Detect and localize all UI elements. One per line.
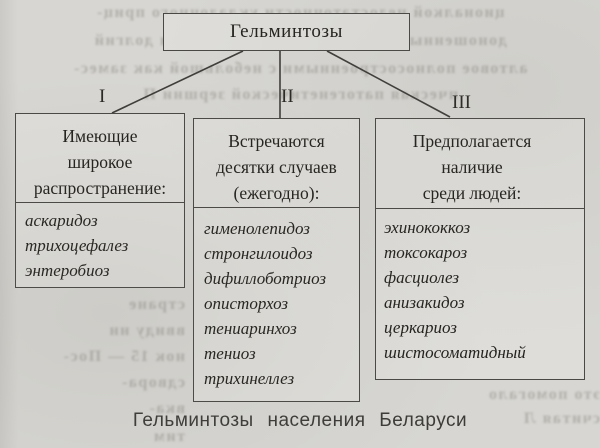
disease-item: церкариоз bbox=[384, 318, 457, 337]
branch-numeral-1: I bbox=[99, 86, 106, 107]
group-box-2: Встречаются десятки случаев (ежегодно): … bbox=[193, 118, 360, 402]
group-2-header-line: Встречаются bbox=[228, 131, 325, 151]
disease-item: тениаринхоз bbox=[204, 319, 297, 338]
disease-item: тениоз bbox=[204, 344, 256, 363]
group-3-disease-list: эхинококкоз токсокароз фасциолез анизаки… bbox=[376, 209, 584, 365]
disease-item: дифиллоботриоз bbox=[204, 269, 326, 288]
group-1-header-line: распространение: bbox=[33, 178, 167, 198]
group-3-header-line: Предполагается bbox=[412, 131, 532, 151]
connector-left bbox=[111, 50, 244, 114]
disease-item: энтеробиоз bbox=[25, 261, 110, 280]
branch-numeral-3: III bbox=[452, 92, 471, 113]
group-3-header-line: среди людей: bbox=[422, 183, 522, 203]
group-2-header-line: (ежегодно): bbox=[233, 183, 320, 203]
group-1-disease-list: аскаридоз трихоцефалез энтеробиоз bbox=[16, 203, 184, 283]
group-3-header: Предполагается наличие среди людей: bbox=[376, 119, 584, 209]
group-2-header-line: десятки случаев bbox=[216, 157, 337, 177]
disease-item: гименолепидоз bbox=[204, 219, 310, 238]
group-box-3: Предполагается наличие среди людей: эхин… bbox=[375, 118, 585, 380]
figure-caption: Гельминтозы населения Беларуси bbox=[132, 410, 468, 431]
disease-item: трихоцефалез bbox=[25, 236, 129, 255]
disease-item: стронгилоидоз bbox=[204, 244, 313, 263]
connector-right bbox=[326, 50, 451, 118]
disease-item: описторхоз bbox=[204, 294, 289, 313]
disease-item: токсокароз bbox=[384, 243, 468, 262]
group-3-header-line: наличие bbox=[441, 157, 503, 177]
root-node-box: Гельминтозы bbox=[163, 13, 410, 51]
branch-numeral-2: II bbox=[281, 86, 294, 107]
group-box-1: Имеющие широкое распространение: аскарид… bbox=[15, 113, 185, 288]
disease-item: анизакидоз bbox=[384, 293, 465, 312]
group-1-header-line: Имеющие bbox=[62, 126, 138, 146]
group-1-header: Имеющие широкое распространение: bbox=[16, 114, 184, 203]
group-2-disease-list: гименолепидоз стронгилоидоз дифиллоботри… bbox=[194, 208, 359, 391]
disease-item: фасциолез bbox=[384, 268, 459, 287]
group-2-header: Встречаются десятки случаев (ежегодно): bbox=[194, 119, 359, 208]
disease-item: трихинеллез bbox=[204, 369, 295, 388]
disease-item: эхинококкоз bbox=[384, 218, 471, 237]
disease-item: шистосоматидный bbox=[384, 343, 526, 362]
disease-item: аскаридоз bbox=[25, 211, 98, 230]
group-1-header-line: широкое bbox=[67, 152, 133, 172]
root-node-label: Гельминтозы bbox=[230, 21, 343, 42]
